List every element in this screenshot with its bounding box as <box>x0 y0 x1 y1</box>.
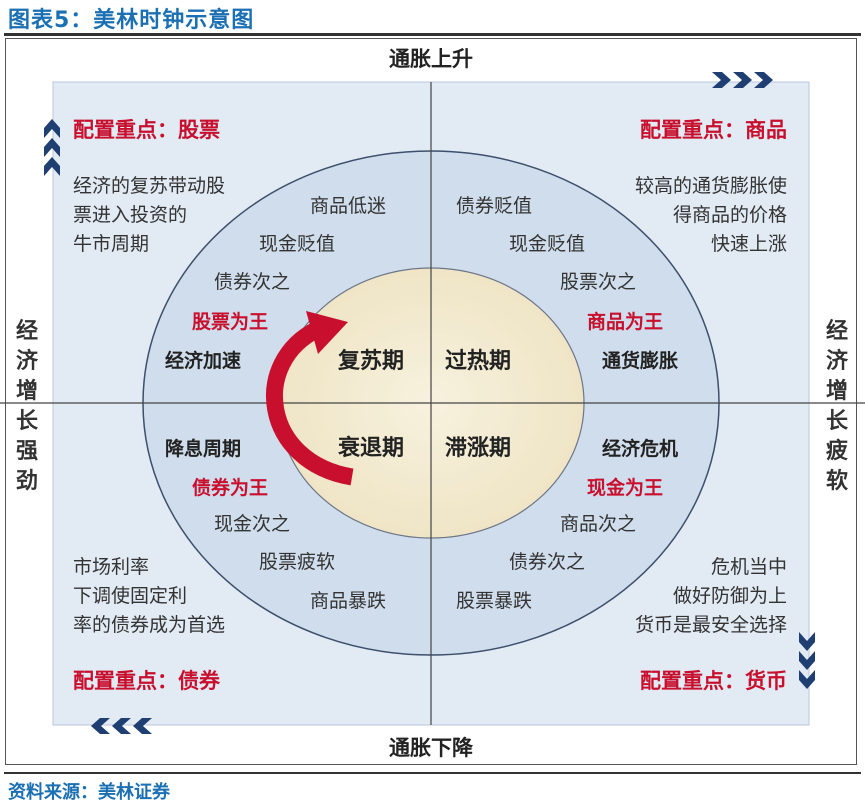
ring-item: 债券次之 <box>214 271 290 293</box>
desc-line: 危机当中 <box>711 556 787 578</box>
svg-text:经: 经 <box>826 318 848 344</box>
economy-state: 经济加速 <box>165 349 241 372</box>
desc-line: 市场利率 <box>73 556 149 578</box>
phase-label: 衰退期 <box>337 435 404 461</box>
economy-state: 经济危机 <box>602 437 678 460</box>
chevron-down-icon <box>799 632 815 689</box>
ring-item: 债券贬值 <box>456 195 532 217</box>
king-asset: 股票为王 <box>192 310 268 333</box>
svg-text:长: 长 <box>826 409 849 434</box>
desc-line: 做好防御为上 <box>673 585 787 607</box>
king-asset: 商品为王 <box>587 310 663 333</box>
chevron-left-icon <box>91 718 152 734</box>
ring-item: 商品暴跌 <box>310 590 386 612</box>
svg-text:强: 强 <box>16 439 38 464</box>
ring-item: 现金贬值 <box>259 233 335 255</box>
desc-line: 牛市周期 <box>73 233 149 255</box>
svg-text:软: 软 <box>826 468 848 494</box>
allocation-header: 配置重点：商品 <box>640 118 787 142</box>
title-underline <box>4 33 861 36</box>
axis-left-label: 经 济 增 长 强 劲 <box>16 318 39 494</box>
ring-item: 现金贬值 <box>509 233 585 255</box>
svg-text:增: 增 <box>16 378 38 404</box>
quadrant-bottom-right: 经济危机 现金为王 商品次之 债券次之 股票暴跌 危机当中 做好防御为上 货币是… <box>445 436 787 693</box>
quadrant-top-right: 配置重点：商品 较高的通货膨胀使 得商品的价格 快速上涨 债券贬值 现金贬值 股… <box>445 118 787 374</box>
king-asset: 现金为王 <box>587 476 663 499</box>
ring-item: 股票次之 <box>560 271 636 293</box>
ring-item: 商品低迷 <box>310 195 386 217</box>
quadrant-bottom-left: 降息周期 债券为王 现金次之 股票疲软 商品暴跌 市场利率 下调使固定利 率的债… <box>73 435 404 693</box>
svg-text:疲: 疲 <box>826 438 848 464</box>
ring-item: 债券次之 <box>509 551 585 573</box>
source-note: 资料来源：美林证券 <box>8 782 170 803</box>
ring-item: 现金次之 <box>214 513 290 535</box>
desc-line: 较高的通货膨胀使 <box>635 175 787 197</box>
king-asset: 债券为王 <box>192 476 268 499</box>
allocation-header: 配置重点：股票 <box>73 118 220 142</box>
svg-text:增: 增 <box>826 378 848 404</box>
svg-text:济: 济 <box>16 348 39 374</box>
svg-text:劲: 劲 <box>16 469 38 494</box>
phase-label: 过热期 <box>445 348 511 374</box>
desc-line: 快速上涨 <box>711 233 787 255</box>
economy-state: 降息周期 <box>165 437 241 460</box>
desc-line: 经济的复苏带动股 <box>73 175 225 197</box>
ring-item: 股票疲软 <box>259 551 335 573</box>
desc-line: 票进入投资的 <box>73 204 187 226</box>
quadrant-top-left: 配置重点：股票 经济的复苏带动股 票进入投资的 牛市周期 商品低迷 现金贬值 债… <box>73 118 404 374</box>
desc-line: 货币是最安全选择 <box>635 614 787 636</box>
desc-line: 下调使固定利 <box>73 585 187 607</box>
svg-text:长: 长 <box>16 409 39 434</box>
diagram-frame <box>5 38 857 765</box>
source-underline <box>4 772 861 774</box>
svg-text:经: 经 <box>16 318 38 344</box>
allocation-header: 配置重点：债券 <box>73 669 221 693</box>
ring-item: 商品次之 <box>560 513 636 535</box>
chevron-right-icon <box>712 72 773 88</box>
figure-title: 图表5：美林时钟示意图 <box>8 8 255 33</box>
axis-bottom-label: 通胀下降 <box>389 736 474 760</box>
axis-right-label: 经 济 增 长 疲 软 <box>826 318 849 494</box>
svg-text:济: 济 <box>826 348 849 374</box>
ring-item: 股票暴跌 <box>456 590 532 612</box>
allocation-header: 配置重点：货币 <box>640 669 787 693</box>
desc-line: 率的债券成为首选 <box>73 614 225 636</box>
phase-label: 滞涨期 <box>445 436 511 461</box>
desc-line: 得商品的价格 <box>673 204 787 226</box>
economy-state: 通货膨胀 <box>602 349 678 372</box>
curved-arrow-icon <box>266 311 354 486</box>
phase-label: 复苏期 <box>337 348 404 374</box>
axis-top-label: 通胀上升 <box>389 47 473 71</box>
chevron-up-icon <box>44 119 60 176</box>
